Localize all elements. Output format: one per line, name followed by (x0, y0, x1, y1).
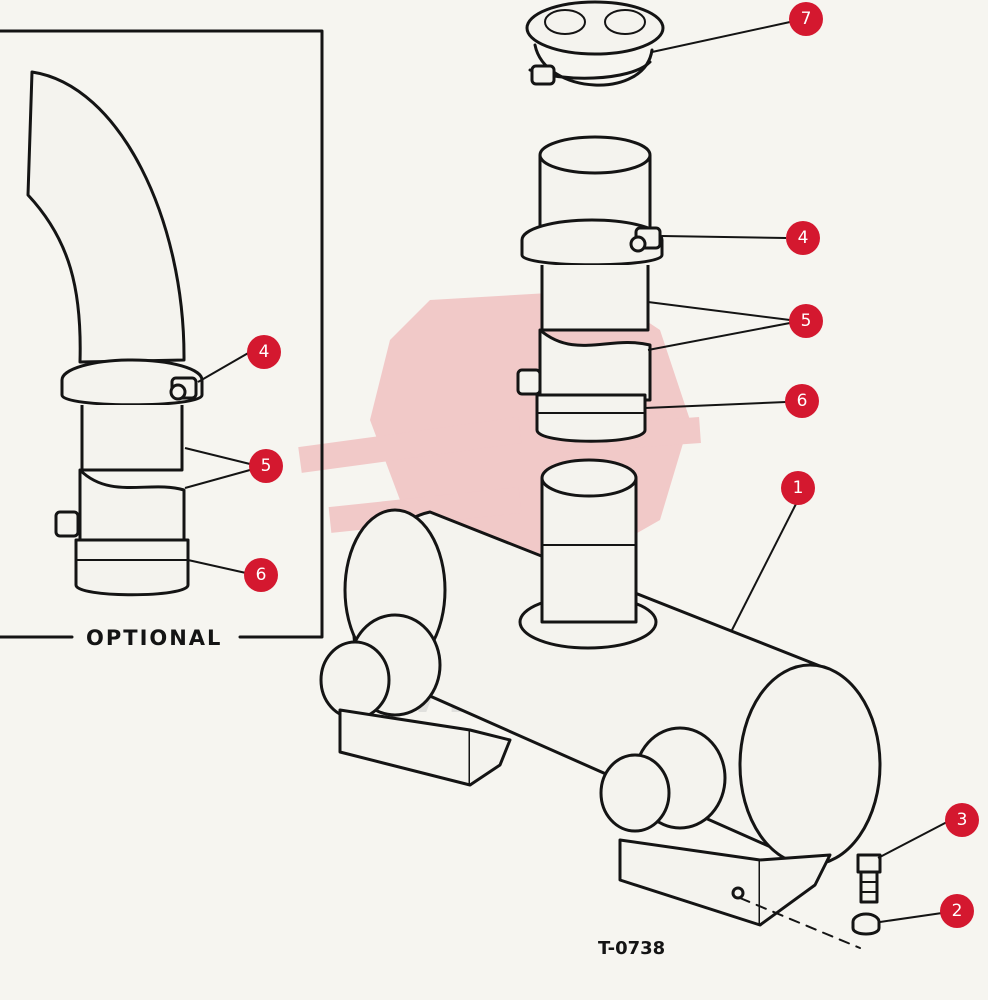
callout-2: 2 (940, 894, 974, 928)
figure-code: T-0738 (598, 938, 665, 959)
mounting-brackets (338, 708, 832, 927)
upper-clamp-4 (520, 218, 664, 267)
callout-4: 4 (786, 221, 820, 255)
bolt-part-3 (856, 853, 882, 904)
callout-3: 3 (945, 803, 979, 837)
optional-inset-frame (0, 29, 324, 639)
svg-text:4: 4 (259, 342, 270, 362)
optional-clamp-6 (54, 510, 190, 597)
muffler-right-inlet (599, 726, 727, 833)
callout-6: 6 (785, 384, 819, 418)
svg-text:5: 5 (801, 311, 812, 331)
optional-clamp-4 (60, 358, 204, 407)
callout-6-optional: 6 (244, 558, 278, 592)
svg-text:7: 7 (801, 9, 812, 29)
optional-pipe-sections-5 (78, 405, 186, 552)
callout-leaders (184, 21, 948, 923)
svg-text:5: 5 (261, 456, 272, 476)
callout-7: 7 (789, 2, 823, 36)
upper-clamp-6 (516, 368, 647, 443)
svg-text:3: 3 (957, 810, 968, 830)
muffler-left-inlet (319, 613, 442, 720)
svg-text:2: 2 (952, 901, 963, 921)
svg-text:6: 6 (256, 565, 267, 585)
svg-text:4: 4 (798, 228, 809, 248)
bolt-axis-line (739, 897, 861, 949)
upper-sleeve-5 (538, 265, 652, 402)
callout-5: 5 (789, 304, 823, 338)
callout-4-optional: 4 (247, 335, 281, 369)
callout-1: 1 (781, 471, 815, 505)
muffler-top-outlet (518, 458, 658, 650)
washer-part-2 (851, 912, 881, 936)
svg-text:6: 6 (797, 391, 808, 411)
rain-cap-part-7 (525, 0, 665, 87)
optional-curved-pipe (26, 70, 186, 364)
svg-text:1: 1 (793, 478, 804, 498)
callout-5-optional: 5 (249, 449, 283, 483)
optional-label: OPTIONAL (86, 626, 222, 650)
